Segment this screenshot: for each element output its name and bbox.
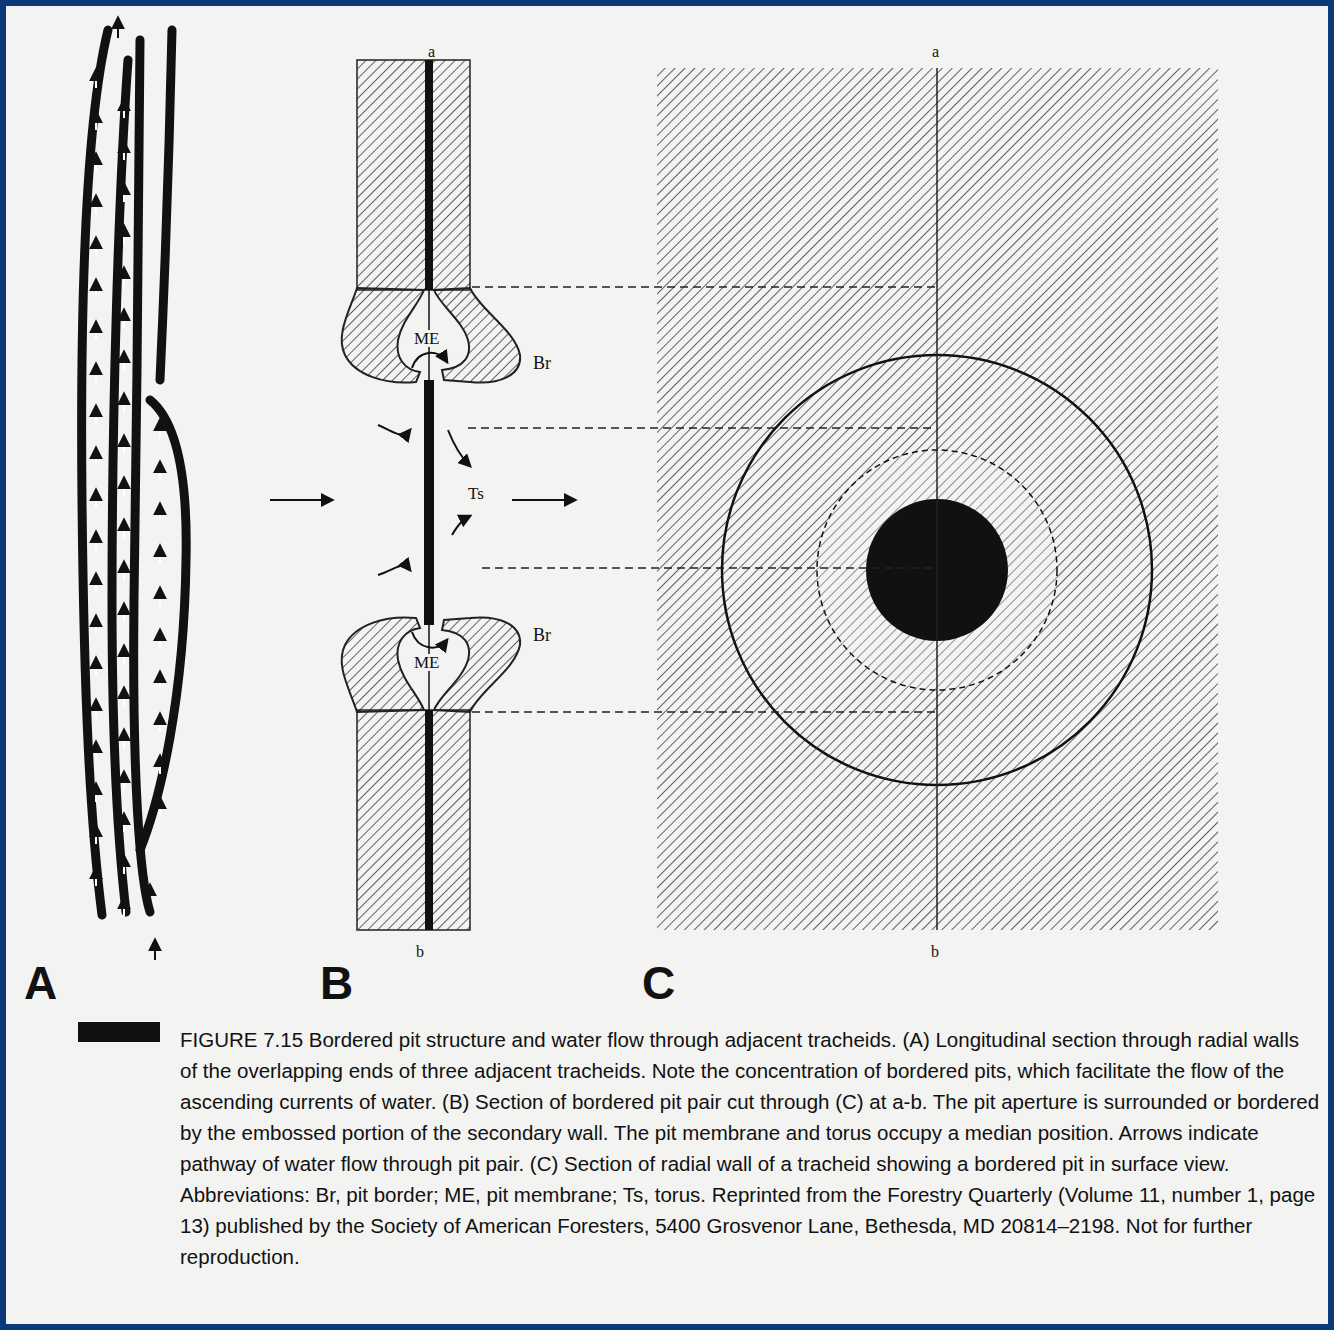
flow-arrow: [95, 196, 97, 214]
flow-arrow: [95, 868, 97, 886]
flow-arrow: [95, 574, 97, 592]
flow-arrow: [123, 184, 125, 202]
flow-arrow: [95, 616, 97, 634]
flow-arrow: [95, 364, 97, 382]
projection-line: [468, 287, 935, 712]
flow-arrow: [95, 700, 97, 718]
section-line-end: b: [931, 944, 939, 960]
flow-arrow: [123, 100, 125, 118]
flow-arrow: [159, 756, 161, 774]
flow-arrow: [95, 826, 97, 844]
flow-arrow: [159, 462, 161, 480]
flow-arrow: [123, 352, 125, 370]
flow-arrow: [159, 420, 161, 438]
part-label: Br: [533, 354, 551, 372]
flow-arrow: [95, 238, 97, 256]
flow-arrow: [159, 504, 161, 522]
flow-arrow: [123, 730, 125, 748]
flow-arrow: [123, 436, 125, 454]
flow-arrow: [95, 658, 97, 676]
flow-arrow: [159, 798, 161, 816]
pit-pair-section: [270, 60, 575, 930]
flow-arrow: [123, 562, 125, 580]
flow-arrow: [95, 406, 97, 424]
flow-arrow: [159, 714, 161, 732]
flow-arrow: [149, 885, 151, 905]
tracheid-section: [82, 30, 187, 915]
panel-letter: B: [320, 960, 353, 1006]
flow-arrow: [123, 520, 125, 538]
flow-arrow: [123, 142, 125, 160]
flow-arrow: [95, 742, 97, 760]
flow-arrow: [95, 154, 97, 172]
part-label: ME: [412, 654, 442, 671]
panel-letter: C: [642, 960, 675, 1006]
part-label: Br: [533, 626, 551, 644]
part-label: Ts: [466, 485, 486, 502]
page-ground: aaMEBrTsBrMEbbABCFIGURE 7.15 Bordered pi…: [6, 6, 1328, 1324]
flow-arrow: [95, 112, 97, 130]
flow-arrow: [95, 70, 97, 88]
flow-arrow: [123, 772, 125, 790]
flow-arrow: [159, 546, 161, 564]
flow-arrow: [95, 490, 97, 508]
flow-arrow: [123, 604, 125, 622]
flow-arrow: [123, 646, 125, 664]
flow-arrow: [95, 280, 97, 298]
flow-arrow: [123, 226, 125, 244]
flow-arrow: [123, 394, 125, 412]
section-line-end: b: [416, 944, 424, 960]
flow-arrow: [159, 672, 161, 690]
flow-arrow: [117, 18, 119, 38]
flow-arrow: [95, 448, 97, 466]
figure-caption: FIGURE 7.15 Bordered pit structure and w…: [180, 1024, 1320, 1272]
flow-arrow: [123, 268, 125, 286]
flow-arrow: [159, 588, 161, 606]
section-line-end: a: [428, 44, 435, 60]
flow-arrow: [159, 630, 161, 648]
pit-surface-view: [657, 68, 1218, 930]
flow-arrow: [95, 322, 97, 340]
section-line-end: a: [932, 44, 939, 60]
flow-arrow: [154, 940, 156, 960]
part-label: ME: [412, 330, 442, 347]
flow-arrow: [123, 478, 125, 496]
flow-arrow: [123, 898, 125, 916]
flow-arrow: [95, 532, 97, 550]
flow-arrow: [95, 784, 97, 802]
flow-arrow: [123, 856, 125, 874]
flow-arrow: [123, 688, 125, 706]
caption-bar: [78, 1022, 160, 1042]
flow-arrow: [123, 814, 125, 832]
flow-arrow: [123, 310, 125, 328]
panel-letter: A: [24, 960, 57, 1006]
